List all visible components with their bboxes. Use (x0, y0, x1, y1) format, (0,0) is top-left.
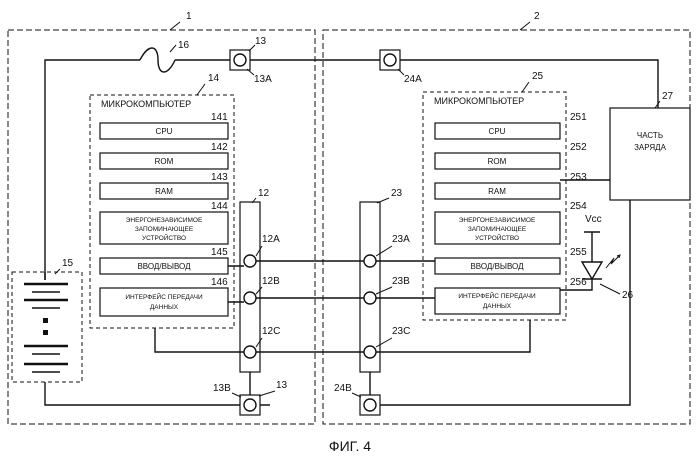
block-256-data-interface (435, 288, 560, 314)
block-146-line-1: ИНТЕРФЕЙС ПЕРЕДАЧИ (125, 292, 203, 301)
block-141-ref: 141 (211, 112, 228, 123)
pin-23b-ref: 23B (392, 276, 410, 287)
block-144-line-3: УСТРОЙСТВО (142, 233, 186, 242)
fuse-ref: 16 (178, 40, 190, 51)
connector-23-ref: 23 (391, 188, 403, 199)
block-251-ref: 251 (570, 112, 587, 123)
pin-12b-ref: 12B (262, 276, 280, 287)
port-13b-contact (244, 399, 256, 411)
charging-part-line-1: ЧАСТЬ (637, 131, 663, 140)
mcu-14-title: МИКРОКОМПЬЮТЕР (101, 99, 191, 109)
block-143-label: RAM (155, 187, 173, 196)
device-2-blocks: CPU 251 ROM 252 RAM 253 ЭНЕРГОНЕЗАВИСИМО… (435, 112, 587, 314)
block-144-line-1: ЭНЕРГОНЕЗАВИСИМОЕ (126, 217, 203, 224)
led-icon (582, 255, 620, 279)
block-142-ref: 142 (211, 142, 228, 153)
block-146-ref: 146 (211, 277, 228, 288)
block-146-data-interface (100, 288, 228, 316)
block-256-line-1: ИНТЕРФЕЙС ПЕРЕДАЧИ (458, 291, 536, 300)
pin-23c (364, 346, 376, 358)
mcu-14-ref: 14 (208, 73, 220, 84)
charging-part-box (610, 108, 690, 200)
block-251-label: CPU (489, 127, 506, 136)
block-256-line-2: ДАННЫХ (483, 303, 512, 310)
connector-12-ref: 12 (258, 188, 270, 199)
pin-23a (364, 255, 376, 267)
vcc-label: Vcc (585, 214, 602, 225)
block-144-line-2: ЗАПОМИНАЮЩЕЕ (135, 226, 194, 233)
device-1-blocks: CPU 141 ROM 142 RAM 143 ЭНЕРГОНЕЗАВИСИМО… (100, 112, 228, 316)
pin-23a-ref: 23A (392, 234, 410, 245)
port-13a-sub: 13A (254, 74, 272, 85)
block-254-line-1: ЭНЕРГОНЕЗАВИСИМОЕ (459, 217, 536, 224)
block-142-label: ROM (155, 157, 174, 166)
port-24b-contact (364, 399, 376, 411)
battery-cells-icon (24, 284, 68, 372)
block-252-label: ROM (488, 157, 507, 166)
port-13b-sub: 13B (213, 383, 231, 394)
block-141-label: CPU (156, 127, 173, 136)
port-24a-ref: 24A (404, 74, 422, 85)
port-24a-contact (384, 54, 396, 66)
port-24b-ref: 24B (334, 383, 352, 394)
block-254-line-2: ЗАПОМИНАЮЩЕЕ (468, 226, 527, 233)
battery-ref: 15 (62, 258, 74, 269)
figure-caption: ФИГ. 4 (329, 438, 371, 454)
pin-12c (244, 346, 256, 358)
port-13a-contact (234, 54, 246, 66)
port-13a-ref: 13 (255, 36, 267, 47)
pin-23c-ref: 23C (392, 326, 410, 337)
block-255-ref: 255 (570, 247, 587, 258)
block-255-label: ВВОД/ВЫВОД (470, 262, 524, 271)
block-254-line-3: УСТРОЙСТВО (475, 233, 519, 242)
block-144-ref: 144 (211, 201, 228, 212)
pin-12c-ref: 12C (262, 326, 280, 337)
pin-12a-ref: 12A (262, 234, 280, 245)
device-2-ref: 2 (534, 11, 540, 22)
port-13b-ref: 13 (276, 380, 288, 391)
block-253-ref: 253 (570, 172, 587, 183)
block-145-label: ВВОД/ВЫВОД (137, 262, 191, 271)
charging-part-line-2: ЗАРЯДА (634, 143, 667, 152)
block-145-ref: 145 (211, 247, 228, 258)
pin-23b (364, 292, 376, 304)
block-146-line-2: ДАННЫХ (150, 304, 179, 311)
block-253-label: RAM (488, 187, 506, 196)
mcu-25-ref: 25 (532, 71, 544, 82)
battery-enclosure (12, 272, 82, 382)
led-ref: 26 (622, 290, 634, 301)
pin-12b (244, 292, 256, 304)
device-1-ref: 1 (186, 11, 192, 22)
block-143-ref: 143 (211, 172, 228, 183)
block-252-ref: 252 (570, 142, 587, 153)
pin-12a (244, 255, 256, 267)
block-254-ref: 254 (570, 201, 587, 212)
charging-part-ref: 27 (662, 91, 674, 102)
mcu-25-title: МИКРОКОМПЬЮТЕР (434, 96, 524, 106)
